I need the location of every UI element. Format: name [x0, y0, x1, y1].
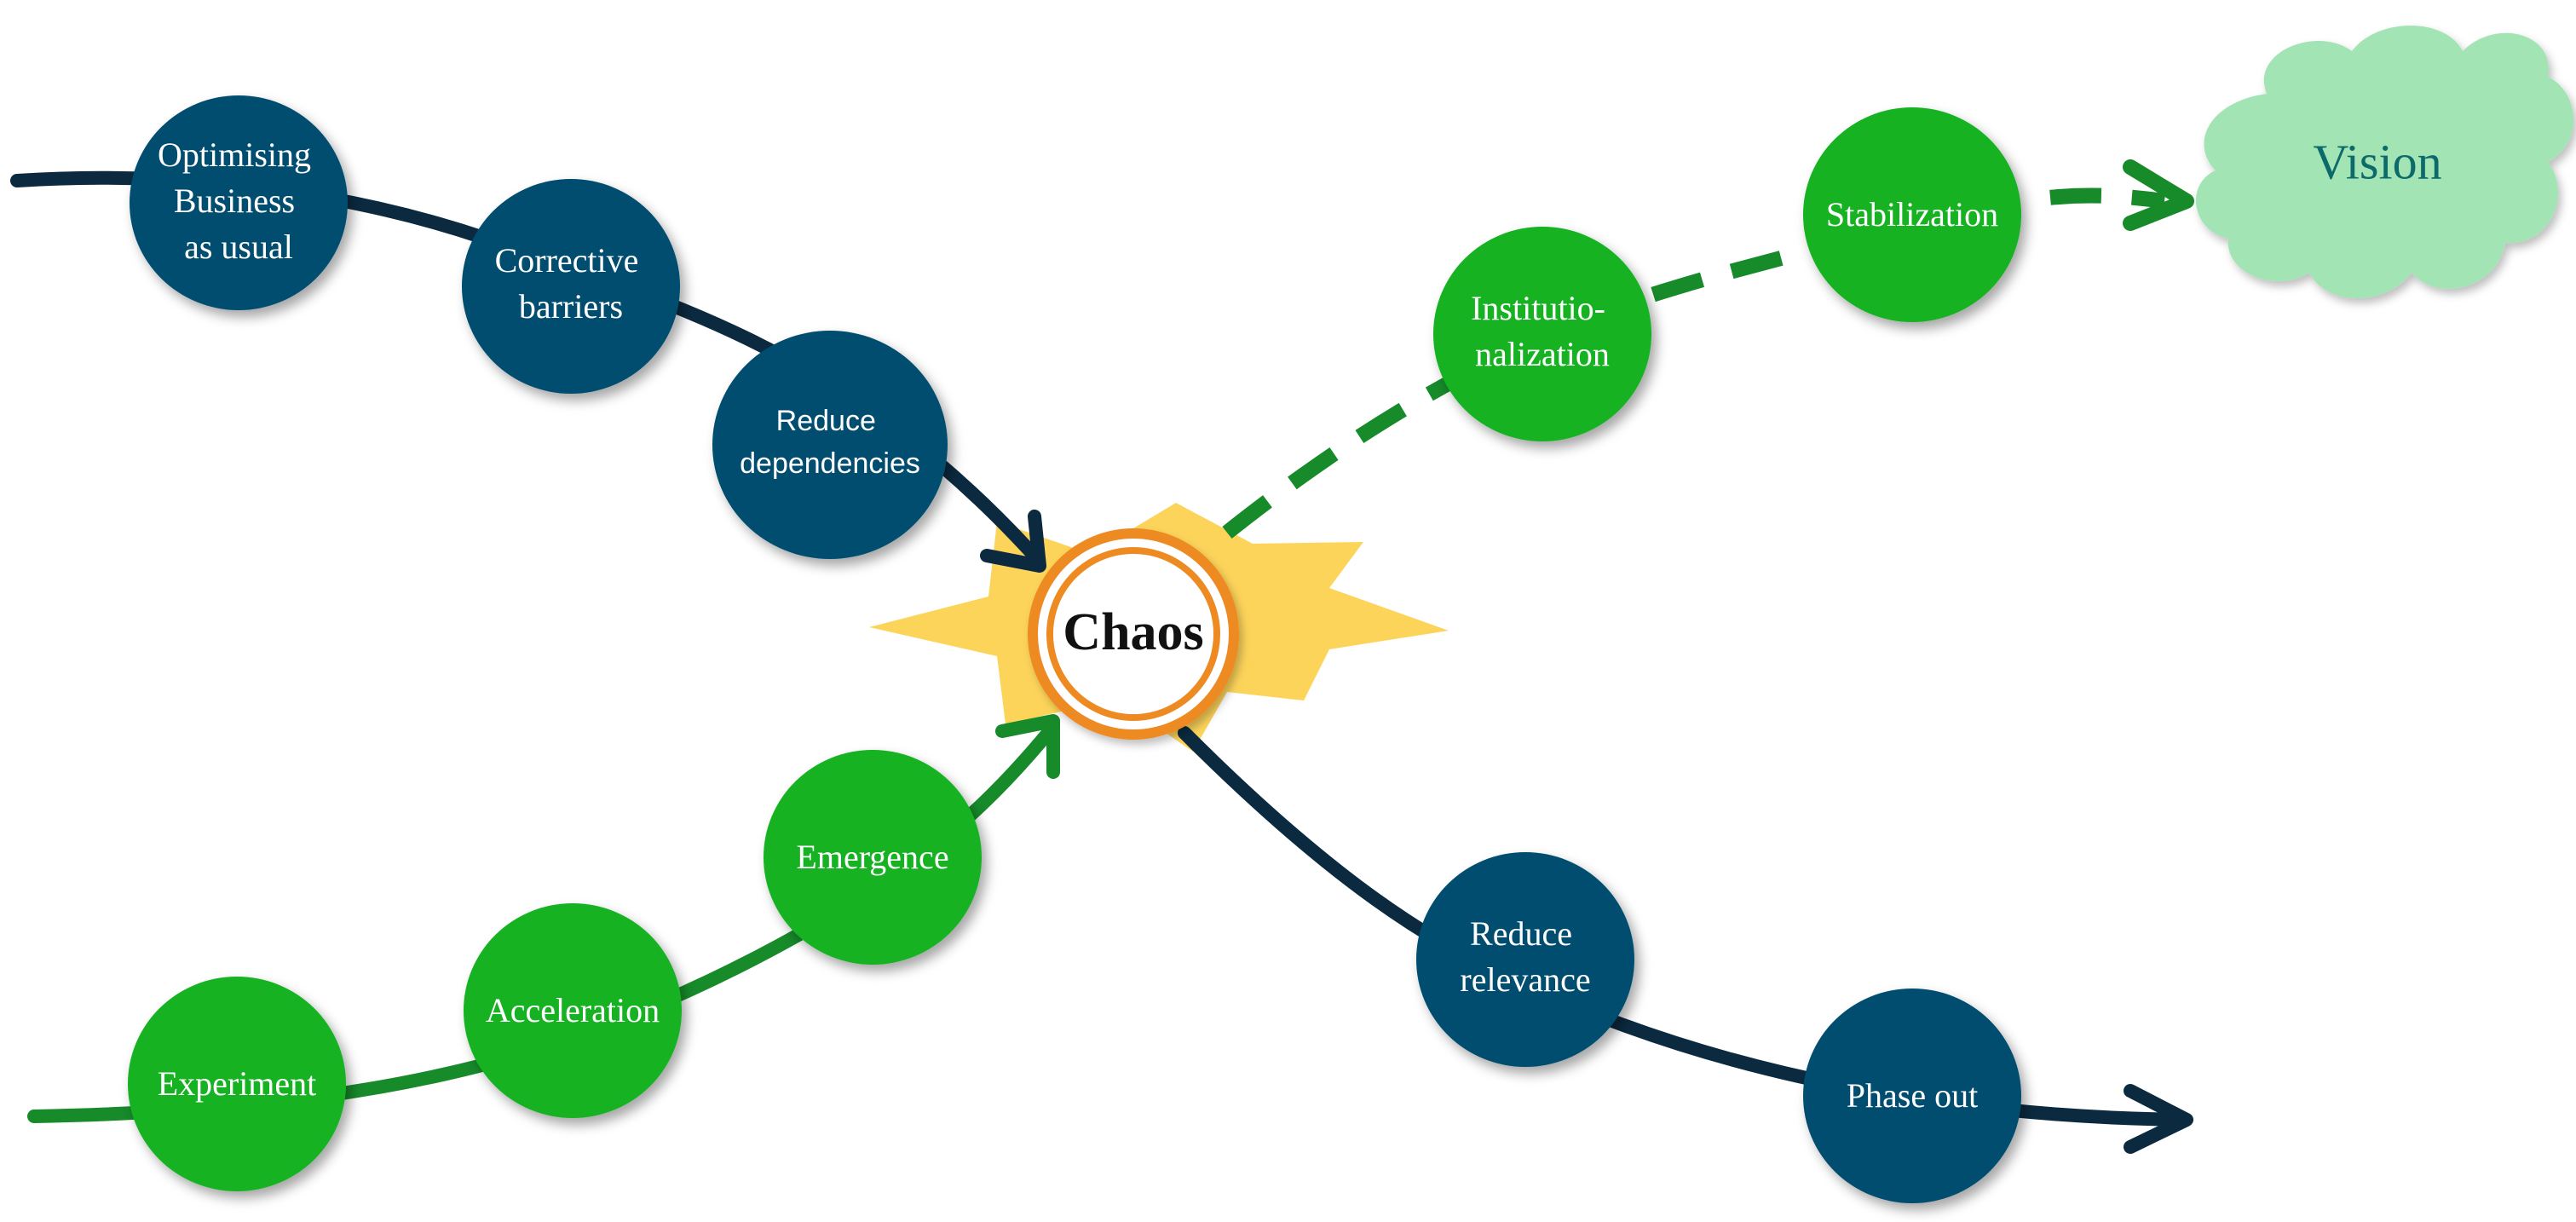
- phase-out-arrowhead: [2124, 1084, 2193, 1154]
- node-phase-out: Phase out: [1803, 989, 2021, 1203]
- node-label-line: barriers: [519, 287, 623, 326]
- node-label-line: dependencies: [740, 447, 920, 480]
- svg-text:Institutio- nalization: Institutio- nalization: [1471, 289, 1614, 373]
- node-reduce-relevance: Reduce relevance: [1416, 852, 1634, 1067]
- svg-text:Reduce relevance: Reduce relevance: [1460, 914, 1590, 999]
- node-label-line: Corrective: [495, 241, 639, 280]
- node-label-line: nalization: [1475, 335, 1610, 373]
- node-label-line: Experiment: [158, 1064, 317, 1103]
- node-label-line: Reduce: [1470, 914, 1572, 953]
- node-label-line: as usual: [184, 228, 293, 266]
- svg-text:Stabilization: Stabilization: [1826, 195, 1998, 233]
- node-emergence: Emergence: [764, 750, 982, 965]
- node-label-line: Stabilization: [1826, 195, 1998, 233]
- node-experiment: Experiment: [128, 977, 346, 1191]
- node-institutionalization: Institutio- nalization: [1433, 227, 1651, 441]
- svg-text:Phase out: Phase out: [1847, 1076, 1978, 1115]
- phase-out-path-line: [1178, 726, 2188, 1127]
- node-label-line: Institutio-: [1471, 289, 1605, 327]
- svg-text:Corrective barriers: Corrective barriers: [495, 241, 648, 326]
- vision-arrowhead: [2123, 159, 2194, 231]
- node-label-line: Reduce: [776, 405, 876, 437]
- node-label-line: relevance: [1460, 960, 1590, 999]
- vision-cloud: Vision: [2196, 26, 2573, 298]
- node-corrective-barriers: Corrective barriers: [462, 179, 680, 394]
- svg-text:Emergence: Emergence: [796, 838, 948, 876]
- svg-text:Reduce dependencies: Reduce dependencies: [740, 405, 920, 480]
- svg-text:Optimising Business: Optimising Business as usual: [158, 135, 320, 266]
- svg-text:Experiment: Experiment: [158, 1064, 317, 1103]
- node-label-line: Optimising: [158, 135, 311, 174]
- chaos-node: Chaos: [1028, 528, 1239, 740]
- decline-arrowhead: [980, 510, 1046, 573]
- node-label-line: Business: [174, 182, 295, 220]
- node-acceleration: Acceleration: [464, 903, 682, 1118]
- emergence-arrowhead: [995, 714, 1060, 779]
- node-optimising-business: Optimising Business as usual: [130, 95, 348, 310]
- chaos-label: Chaos: [1063, 603, 1203, 661]
- vision-path-line: [1222, 187, 2166, 539]
- node-label-line: Acceleration: [486, 991, 660, 1029]
- node-reduce-dependencies: Reduce dependencies: [712, 331, 948, 559]
- node-stabilization: Stabilization: [1803, 107, 2021, 322]
- node-label-line: Emergence: [796, 838, 948, 876]
- svg-text:Acceleration: Acceleration: [486, 991, 660, 1029]
- vision-label: Vision: [2313, 134, 2441, 189]
- node-label-line: Phase out: [1847, 1076, 1978, 1115]
